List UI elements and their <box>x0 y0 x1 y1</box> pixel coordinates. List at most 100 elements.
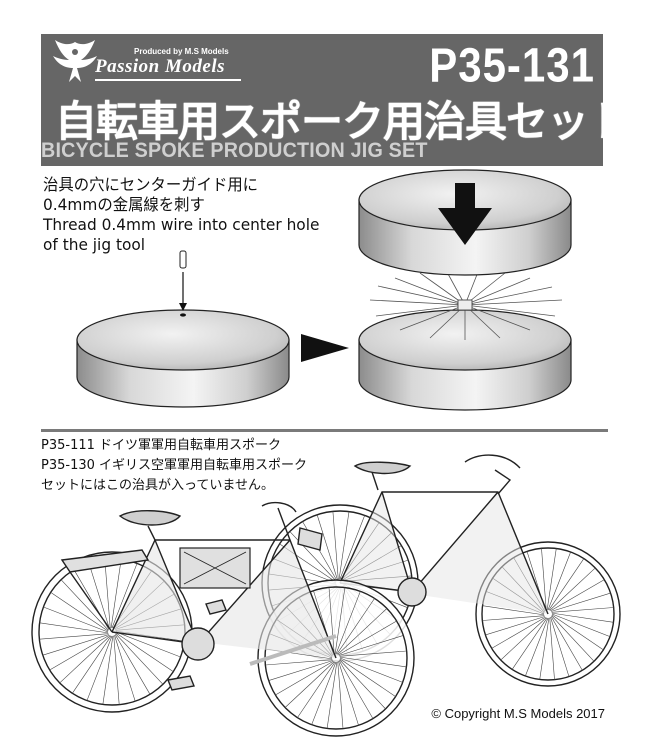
wheel-spoke <box>539 617 550 680</box>
jig-left <box>76 250 290 408</box>
wheel-spoke <box>276 619 333 658</box>
wheel-spoke <box>482 615 545 621</box>
wheel-spoke <box>551 592 611 612</box>
wheel-spoke <box>43 606 109 633</box>
wheel-spoke <box>340 522 380 580</box>
wheel-spoke <box>86 635 113 701</box>
instruction-jp-line2: 0.4mmの金属線を刺す <box>43 195 205 214</box>
wheel-spoke <box>546 548 557 611</box>
wheel-spoke <box>114 593 175 630</box>
wheel-spoke <box>115 624 185 631</box>
wheel-spoke <box>39 622 109 634</box>
instruction-en-line2: of the jig tool <box>43 235 146 254</box>
wheel-spoke <box>112 570 152 629</box>
wheel-spoke <box>114 634 151 695</box>
wheel-spoke <box>297 661 336 718</box>
wheel-spoke <box>269 633 333 659</box>
wheel-spoke <box>339 515 365 580</box>
wheel-spoke <box>550 579 605 612</box>
wheel-spoke <box>289 531 337 582</box>
wheel-spoke <box>338 661 359 726</box>
wheel-spoke <box>482 605 545 616</box>
wheel-spoke <box>551 612 614 623</box>
note-line3: セットにはこの治具が入っていません。 <box>41 478 274 493</box>
brand-logo-text: Passion Models <box>95 56 225 77</box>
wheel-spoke <box>114 635 136 702</box>
header-banner: Produced by M.S Models Passion Models P3… <box>41 34 630 166</box>
eagle-logo-icon <box>53 40 97 82</box>
wheel-spoke <box>316 514 338 580</box>
wheel-spoke <box>342 585 378 645</box>
bicycle-back <box>261 454 621 687</box>
wheel-spoke <box>337 661 344 729</box>
wheel-spoke <box>492 577 545 614</box>
wheel-spoke <box>111 563 138 629</box>
wheel-spoke <box>49 634 110 671</box>
right-arrow-icon <box>301 334 349 362</box>
wheel-spoke <box>115 633 164 685</box>
wheel-spoke <box>113 635 120 705</box>
note-line1: P35-111 ドイツ軍軍用自転車用スポーク <box>41 438 282 453</box>
wheel-spoke <box>279 543 337 583</box>
wheel-spoke <box>541 548 547 611</box>
wheel-spoke <box>110 559 122 629</box>
wheel-spoke <box>300 586 340 644</box>
wheel-spoke <box>288 586 339 634</box>
wheel-spoke <box>511 617 548 670</box>
wheel-spoke <box>268 573 337 585</box>
wheel-spoke <box>343 581 412 593</box>
wheel-spoke <box>547 551 571 611</box>
wheel-spoke <box>342 586 364 652</box>
wheel-spoke <box>265 648 333 660</box>
wheel-spoke <box>551 615 595 662</box>
wheel-spoke <box>513 557 546 612</box>
wheel-spoke <box>275 660 334 696</box>
wheel-spoke <box>39 633 109 640</box>
wheel-spoke <box>311 661 337 725</box>
instruction-en-line1: Thread 0.4mm wire into center hole <box>43 215 320 234</box>
wheel-spoke <box>341 532 392 580</box>
wheel-spoke <box>550 617 570 677</box>
wheel-spoke <box>115 608 182 630</box>
wheel-spoke <box>339 656 407 668</box>
wheel-spoke <box>551 607 614 613</box>
wheel-spoke <box>265 659 333 666</box>
wheel-spoke <box>338 620 397 656</box>
wheel-spoke <box>315 586 341 651</box>
product-code: P35-131 <box>429 38 595 93</box>
produced-by-text: Produced by M.S Models <box>134 47 229 56</box>
title-japanese: 自転車用スポーク用治具セット <box>55 97 630 146</box>
wheel-spoke <box>339 658 396 697</box>
wheel-spoke <box>60 579 109 631</box>
wheel-spoke <box>526 551 546 611</box>
wheel-spoke <box>59 635 111 684</box>
wheel-spoke <box>298 597 334 656</box>
wheel-spoke <box>335 591 361 655</box>
wheel-spoke <box>268 584 337 591</box>
wheel-spoke <box>341 586 348 655</box>
wheel-spoke <box>313 590 334 655</box>
wheel-spoke <box>113 580 165 629</box>
wheel-spoke <box>88 562 110 629</box>
jig-right-top <box>358 169 572 276</box>
wheel-spoke <box>73 569 110 630</box>
wheel-spoke <box>501 566 545 613</box>
wheel-spoke <box>548 558 585 611</box>
instructions: 治具の穴にセンターガイド用に 0.4mmの金属線を刺す Thread 0.4mm… <box>43 175 331 255</box>
wheel-spoke <box>271 585 337 607</box>
wheel-spoke <box>115 632 174 672</box>
wheel-spoke <box>343 583 401 623</box>
wheel-spoke <box>115 631 181 658</box>
down-arrow-icon <box>438 183 492 245</box>
title-english: BICYCLE SPOKE PRODUCTION JIG SET <box>41 139 428 162</box>
brand-underline <box>95 79 241 81</box>
wheel-spoke <box>272 558 337 584</box>
wheel-spoke <box>339 657 403 683</box>
wheel-spoke <box>343 559 409 581</box>
wheel-spoke <box>339 635 404 656</box>
wheel-spoke <box>485 591 545 615</box>
section-divider <box>41 429 608 432</box>
wheel-spoke <box>328 587 335 655</box>
wheel-spoke <box>337 608 388 655</box>
note-line2: P35-130 イギリス空軍軍用自転車用スポーク <box>41 458 308 473</box>
